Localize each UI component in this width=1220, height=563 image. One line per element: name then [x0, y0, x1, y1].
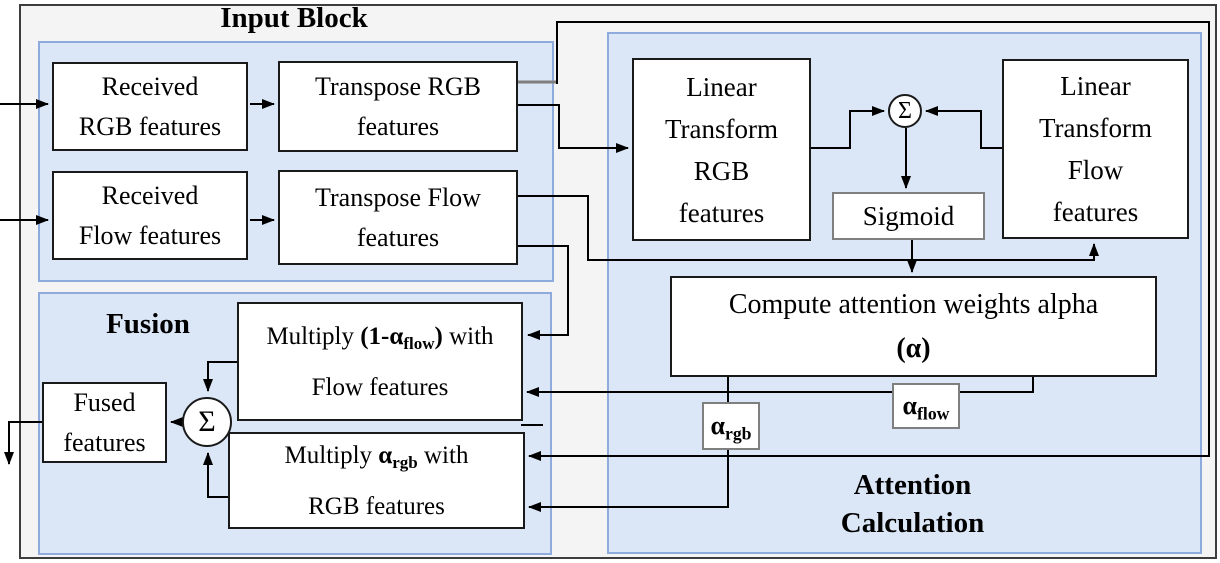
- connector-flow-features-to-multiply: [518, 245, 569, 340]
- node-multiply-rgb: Multiply αrgb with RGB features: [228, 432, 525, 529]
- multiply-flow-seg4: with: [442, 322, 494, 350]
- lt-flow-line2: Transform: [1038, 113, 1152, 143]
- multiply-flow-seg3: ): [434, 322, 443, 350]
- received-rgb-line1: Received: [101, 71, 199, 101]
- sigma-symbol: Σ: [898, 97, 912, 124]
- multiply-flow-bold: (1-αflow): [360, 322, 443, 353]
- lt-rgb-line1: Linear: [686, 71, 757, 102]
- fusion-title: Fusion: [106, 308, 190, 340]
- node-sigmoid: Sigmoid: [832, 192, 985, 240]
- multiply-rgb-seg2: α: [378, 441, 393, 469]
- attention-title-line1: Attention: [853, 469, 972, 501]
- attention-calculation-title: Attention Calculation: [780, 466, 1045, 542]
- connector-alpha-rgb-route: [528, 377, 729, 512]
- multiply-flow-line1: Multiply (1-αflow) with: [266, 311, 493, 362]
- sum-node-attention: Σ: [888, 94, 922, 128]
- multiply-flow-seg1: Multiply: [266, 322, 361, 350]
- sigmoid-label: Sigmoid: [862, 200, 955, 231]
- lt-flow-line3: Flow: [1067, 155, 1124, 185]
- connector-linear-flow-to-sum: [925, 106, 1002, 149]
- sigma-symbol: Σ: [198, 405, 216, 438]
- multiply-rgb-sub: rgb: [392, 452, 418, 472]
- connector-multiply-rgb-to-sum: [203, 452, 228, 498]
- multiply-rgb-line1: Multiply αrgb with: [285, 430, 469, 481]
- alpha-rgb-sub: rgb: [725, 423, 752, 444]
- connector-fused-output: [4, 421, 42, 465]
- alpha-flow-sub: flow: [917, 403, 950, 424]
- received-flow-line2: Flow features: [78, 220, 222, 250]
- node-transpose-rgb: Transpose RGB features: [278, 61, 518, 152]
- compute-alpha-line2: (α): [896, 332, 931, 364]
- node-alpha-flow-label: αflow: [892, 383, 960, 429]
- transpose-rgb-line1: Transpose RGB: [315, 71, 481, 101]
- node-transpose-flow: Transpose Flow features: [278, 170, 518, 265]
- lt-rgb-line3: RGB: [693, 155, 750, 186]
- node-received-flow: Received Flow features: [52, 171, 248, 260]
- fused-line1: Fused: [73, 387, 136, 417]
- multiply-flow-line2: Flow features: [311, 373, 449, 401]
- received-flow-line1: Received: [101, 180, 199, 210]
- node-multiply-flow: Multiply (1-αflow) with Flow features: [237, 302, 523, 421]
- received-rgb-line2: RGB features: [78, 111, 222, 141]
- connector-transpose-flow-to-linear-flow: [518, 195, 1099, 261]
- lt-flow-line4: features: [1052, 197, 1139, 227]
- lt-rgb-line2: Transform: [664, 113, 778, 144]
- sum-node-fusion: Σ: [182, 397, 232, 447]
- node-compute-alpha: Compute attention weights alpha (α): [670, 276, 1157, 377]
- compute-alpha-line1: Compute attention weights alpha: [728, 288, 1099, 320]
- connector-alpha-flow-route: [526, 377, 1034, 397]
- multiply-rgb-seg1: Multiply: [284, 441, 379, 469]
- node-received-rgb: Received RGB features: [52, 62, 248, 151]
- multiply-rgb-seg3: with: [417, 441, 469, 469]
- input-block-title: Input Block: [220, 2, 368, 34]
- connector-transpose-rgb-to-linear: [518, 104, 629, 153]
- alpha-flow-base: α: [902, 391, 918, 420]
- connector-linear-rgb-to-sum: [811, 106, 885, 149]
- node-fused-features: Fused features: [42, 382, 167, 463]
- multiply-flow-sub: flow: [403, 333, 435, 353]
- transpose-flow-line1: Transpose Flow: [315, 182, 481, 212]
- lt-flow-line1: Linear: [1060, 71, 1131, 101]
- alpha-rgb-text: αrgb: [710, 411, 751, 443]
- transpose-rgb-line2: features: [356, 111, 440, 141]
- alpha-flow-text: αflow: [902, 391, 950, 423]
- alpha-rgb-base: α: [710, 411, 725, 440]
- connector-multiply-flow-to-sum: [203, 361, 237, 392]
- multiply-rgb-line2: RGB features: [308, 492, 445, 520]
- attention-title-line2: Calculation: [840, 507, 985, 539]
- node-linear-transform-rgb: Linear Transform RGB features: [632, 58, 811, 241]
- node-alpha-rgb-label: αrgb: [702, 402, 760, 450]
- multiply-rgb-bold: αrgb: [378, 441, 418, 472]
- connector-rgb-features-route: [528, 21, 1210, 461]
- transpose-flow-line2: features: [356, 222, 440, 252]
- multiply-flow-seg2: (1-α: [360, 322, 404, 350]
- lt-rgb-line4: features: [678, 197, 765, 228]
- fused-line2: features: [63, 427, 146, 457]
- node-linear-transform-flow: Linear Transform Flow features: [1002, 59, 1189, 239]
